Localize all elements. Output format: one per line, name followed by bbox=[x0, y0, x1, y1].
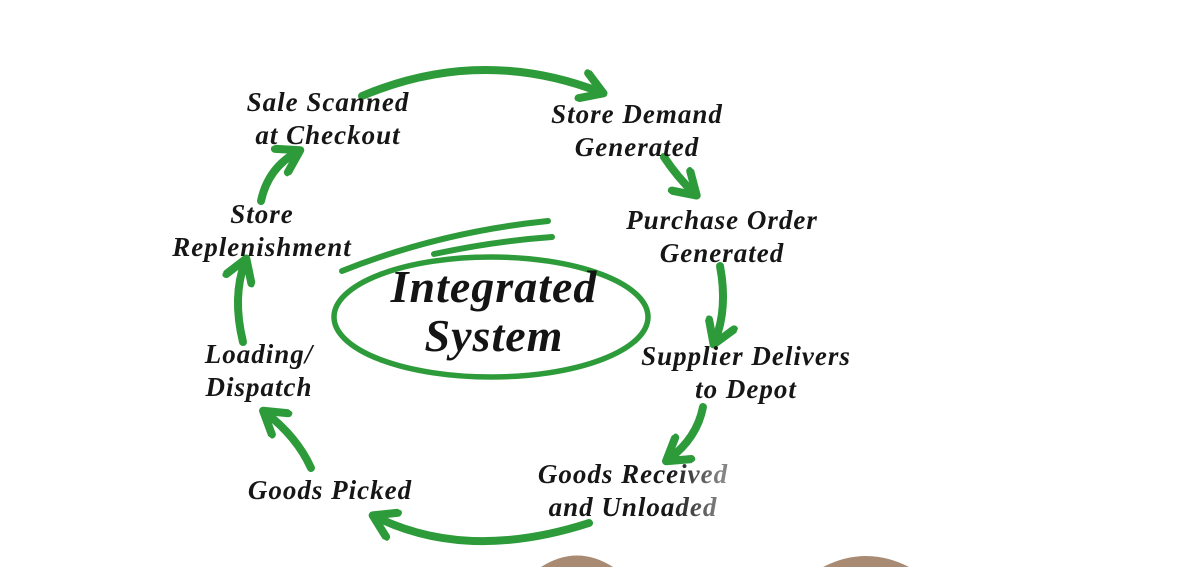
step-label-purchase-order-generated: Purchase Order Generated bbox=[626, 205, 818, 268]
arrow-sale-to-demand bbox=[358, 66, 600, 96]
step-label-supplier-delivers-to-depot: Supplier Delivers to Depot bbox=[641, 341, 851, 404]
step-label-loading-dispatch: Loading/ Dispatch bbox=[204, 339, 314, 402]
center-ellipse bbox=[331, 254, 651, 380]
arrow-purchase-to-supplier bbox=[715, 262, 723, 341]
arrow-received-to-picked bbox=[376, 517, 593, 546]
step-label-goods-received-unloaded: Goods Received and Unloaded bbox=[537, 459, 729, 522]
arrow-picked-to-loading bbox=[266, 413, 315, 472]
arrow-supplier-to-received bbox=[669, 403, 707, 459]
fingertip-left bbox=[541, 555, 613, 567]
emphasis-swoosh-short bbox=[431, 234, 555, 257]
step-label-goods-picked: Goods Picked bbox=[247, 475, 413, 505]
fingertip-right bbox=[823, 556, 909, 567]
arrow-demand-to-purchase bbox=[660, 153, 694, 193]
step-label-store-replenishment: Store Replenishment bbox=[172, 199, 352, 262]
step-label-store-demand-generated: Store Demand Generated bbox=[551, 99, 723, 162]
emphasis-swoosh-long bbox=[339, 218, 551, 274]
center-title: Integrated System bbox=[390, 261, 598, 361]
step-label-sale-scanned-at-checkout: Sale Scanned at Checkout bbox=[246, 87, 410, 150]
arrow-replenishment-to-sale bbox=[257, 152, 297, 205]
arrow-loading-to-replenishment bbox=[238, 262, 245, 346]
